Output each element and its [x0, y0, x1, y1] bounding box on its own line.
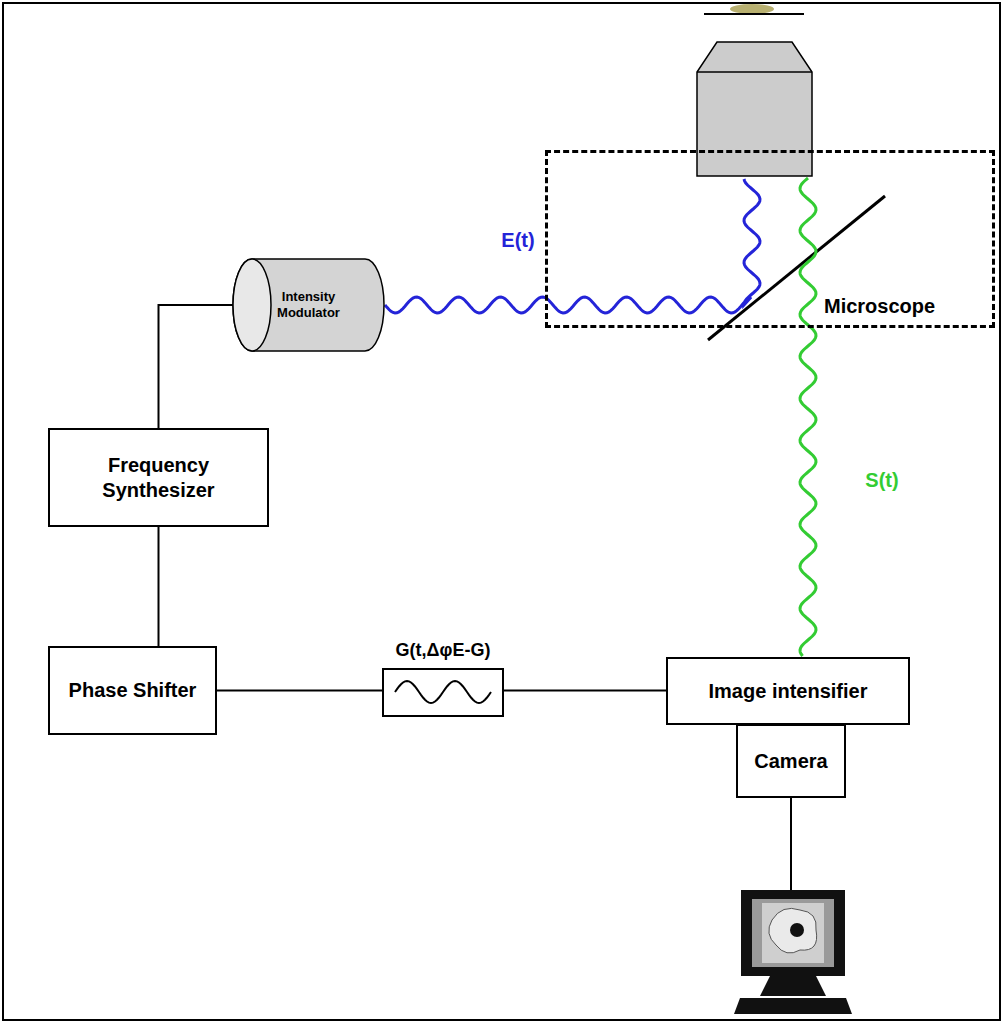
monitor — [741, 890, 845, 976]
wire — [790, 798, 792, 890]
frame — [3, 3, 1000, 1020]
process-box: Image intensifier — [666, 657, 910, 725]
cylinder-face — [233, 259, 271, 351]
light-beam — [385, 179, 760, 313]
signal-label: S(t) — [865, 469, 898, 492]
objective-edge — [697, 71, 812, 73]
nucleus — [790, 923, 804, 937]
screen — [752, 899, 834, 967]
signal-label: E(t) — [501, 229, 534, 252]
signal-wire — [158, 527, 160, 646]
process-box: Phase Shifter — [48, 646, 217, 735]
monitor-stand — [760, 976, 826, 996]
node-label: Frequency Synthesizer — [50, 453, 267, 503]
node-label: Intensity Modulator — [265, 289, 353, 320]
keyboard — [734, 998, 852, 1014]
light-beam — [800, 178, 816, 656]
screen-image — [762, 903, 824, 963]
slide — [704, 13, 804, 15]
signal-label: G(t,ΔφE-G) — [396, 640, 491, 661]
process-box: Camera — [736, 724, 846, 798]
sample — [730, 4, 774, 14]
node-label: Camera — [754, 749, 827, 774]
sine-symbol — [395, 681, 491, 703]
node-label: Phase Shifter — [69, 678, 197, 703]
cell-image — [769, 908, 817, 953]
process-box: Frequency Synthesizer — [48, 428, 269, 527]
signal-wire — [159, 305, 235, 428]
generator-box — [383, 669, 503, 716]
intensity-modulator: Intensity Modulator — [232, 258, 385, 352]
node-label: Microscope — [824, 294, 935, 319]
dichroic-mirror — [708, 196, 885, 340]
node-label: Image intensifier — [709, 679, 868, 704]
microscope-region: Microscope — [545, 150, 995, 328]
cylinder-body — [233, 259, 384, 351]
objective — [697, 42, 812, 176]
waveform-generator — [383, 669, 503, 716]
